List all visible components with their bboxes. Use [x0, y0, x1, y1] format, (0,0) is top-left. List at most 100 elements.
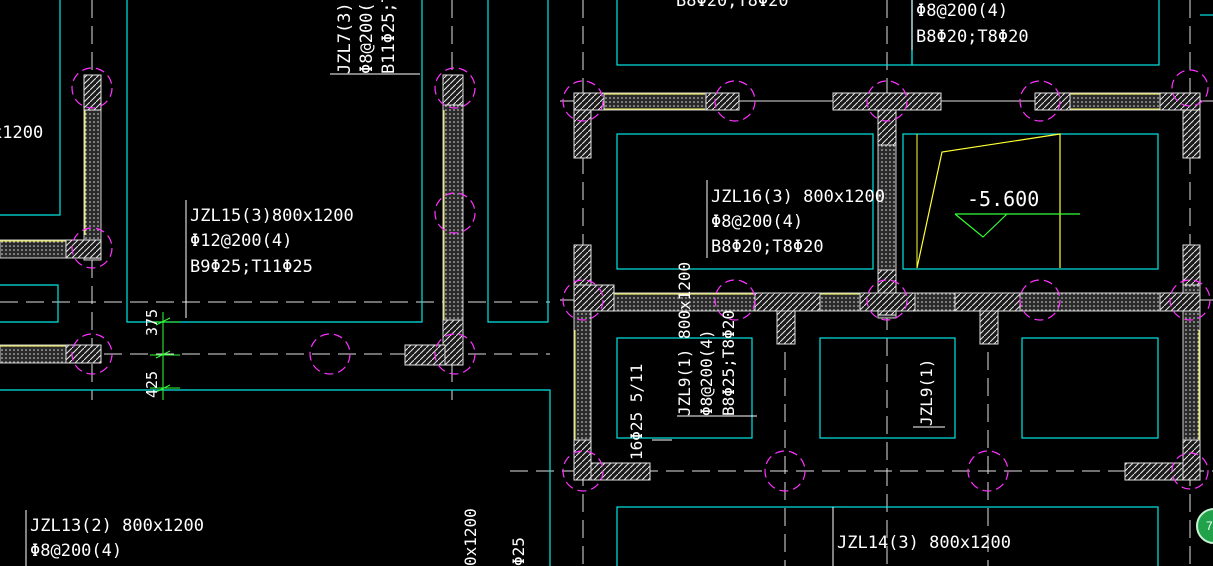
- beam-label-line: JZL13(2) 800x1200: [30, 516, 204, 536]
- beam-label-jzl9-short: JZL9(1): [917, 359, 936, 426]
- leader-lines: [25, 0, 945, 566]
- beam-label-line: B9Φ25;T11Φ25: [190, 257, 313, 277]
- axis-circle: [714, 279, 756, 321]
- dimension: [150, 312, 180, 400]
- beam-label-line: JZL9(1) 800x1200: [675, 262, 694, 416]
- axis-circle: [1171, 452, 1209, 490]
- axis-circle: [434, 67, 476, 109]
- axis-circle: [866, 279, 908, 321]
- column-block: [1182, 109, 1201, 159]
- column-block: [442, 74, 464, 106]
- beam-label-jzl16: JZL16(3) 800x1200 Φ8@200(4) B8Φ20;T8Φ20: [711, 187, 885, 257]
- beam-label-line: B8Φ20;T8Φ20: [916, 27, 1029, 47]
- beam-label-jzl13: JZL13(2) 800x1200 Φ8@200(4): [30, 516, 204, 561]
- beam-yellow-edges: [0, 93, 1200, 450]
- beam-label-jzl7: JZL7(3) 8 Φ8@200( B11Φ25;T: [335, 0, 399, 74]
- slab-outline-center-right: [487, 0, 549, 323]
- slab-outline-low-1: [616, 337, 753, 439]
- beam-label-top-center: B8Φ20;T8Φ20: [676, 0, 789, 11]
- beam-label-line: JZL7(3) 8: [335, 0, 355, 74]
- axis-circle: [967, 450, 1009, 492]
- beam-label-line: Φ8@200(4): [711, 212, 803, 232]
- column-block: [573, 109, 592, 159]
- beam-label-line: Φ8@200(4): [30, 541, 122, 561]
- slab-outline-left-mid: [0, 284, 59, 323]
- level-marker-outline: [916, 133, 1061, 269]
- beam-label-line: JZL14(3) 800x1200: [837, 533, 1011, 553]
- beam-label-line: B8Φ20;T8Φ20: [676, 0, 789, 11]
- column-block: [979, 310, 999, 345]
- column-block: [832, 92, 942, 111]
- axis-circle: [71, 227, 113, 269]
- beam-label-bottom-partial-1: 0x1200: [461, 508, 480, 566]
- level-marker-value: -5.600: [967, 187, 1039, 211]
- level-marker: -5.600: [916, 133, 1080, 269]
- column-block: [83, 74, 102, 111]
- column-block: [1159, 92, 1201, 111]
- slab-outline-left-top: [0, 0, 61, 216]
- column-block: [404, 344, 446, 366]
- axis-circle: [764, 450, 806, 492]
- axis-circle: [1169, 279, 1211, 321]
- slab-outline-bottom-left: [0, 389, 551, 566]
- beam-label-left-partial: x1200: [0, 123, 43, 143]
- slab-outline-low-2: [819, 337, 956, 439]
- axis-circle: [1019, 80, 1061, 122]
- column-block: [776, 310, 796, 345]
- axis-circle: [866, 80, 908, 122]
- column-block: [65, 239, 102, 259]
- column-block: [573, 92, 605, 111]
- dimension-lower: 425: [143, 371, 161, 398]
- column-block: [1159, 292, 1201, 312]
- beam-label-bottom-partial-2: Φ25: [509, 537, 528, 566]
- beam-label-top-right: Φ8@200(4) B8Φ20;T8Φ20: [916, 1, 1029, 47]
- status-badge-text: 7: [1206, 519, 1213, 533]
- column-block: [877, 109, 897, 146]
- beam-label-jzl15: JZL15(3)800x1200 Φ12@200(4) B9Φ25;T11Φ25: [190, 206, 354, 277]
- beam-label-line: Φ8@200(4): [697, 329, 716, 416]
- column-block: [859, 292, 916, 312]
- axis-circle: [714, 80, 756, 122]
- beam-label-line: JZL16(3) 800x1200: [711, 187, 885, 207]
- column-block: [65, 344, 102, 364]
- slab-outline-low-3: [1021, 337, 1159, 439]
- axis-circle: [1019, 279, 1061, 321]
- slab-outline-mid-2: [902, 133, 1159, 270]
- axis-circles: [71, 67, 1211, 492]
- beam-label-line: B8Φ20;T8Φ20: [711, 237, 824, 257]
- column-block: [573, 244, 592, 286]
- rebar-label-vertical: 16Φ25 5/11: [627, 364, 646, 460]
- column-block: [1034, 92, 1071, 111]
- column-block: [1182, 439, 1201, 481]
- axis-circle: [434, 192, 476, 234]
- column-block: [590, 462, 651, 481]
- axis-circle: [309, 333, 351, 375]
- beam-label-line: B11Φ25;T: [379, 0, 399, 74]
- column-block: [705, 92, 740, 111]
- column-block: [442, 319, 464, 366]
- slab-outline-bottom-right: [616, 506, 1159, 566]
- axis-circle: [71, 67, 113, 109]
- axis-circle: [562, 279, 604, 321]
- column-block: [573, 284, 615, 312]
- column-block: [954, 292, 1021, 312]
- beam-label-line: JZL15(3)800x1200: [190, 206, 354, 226]
- beams: [0, 74, 1201, 481]
- beam-label-jzl14: JZL14(3) 800x1200: [837, 533, 1011, 553]
- column-block: [1124, 462, 1184, 481]
- beam-label-jzl9: JZL9(1) 800x1200 Φ8@200(4) B8Φ25;T8Φ20: [675, 262, 738, 416]
- level-marker-triangle: [954, 213, 1008, 238]
- axis-circle: [562, 80, 604, 122]
- axis-circle: [562, 450, 604, 492]
- axis-circle: [434, 333, 476, 375]
- beam-label-line: Φ8@200(4): [916, 1, 1008, 21]
- beam-label-line: Φ8@200(: [357, 2, 377, 74]
- slab-outline-mid-1: [616, 133, 874, 270]
- beam-label-line: Φ12@200(4): [190, 231, 292, 251]
- slab-outline-center-left: [126, 0, 423, 323]
- column-block: [754, 292, 821, 312]
- column-block: [1182, 244, 1201, 286]
